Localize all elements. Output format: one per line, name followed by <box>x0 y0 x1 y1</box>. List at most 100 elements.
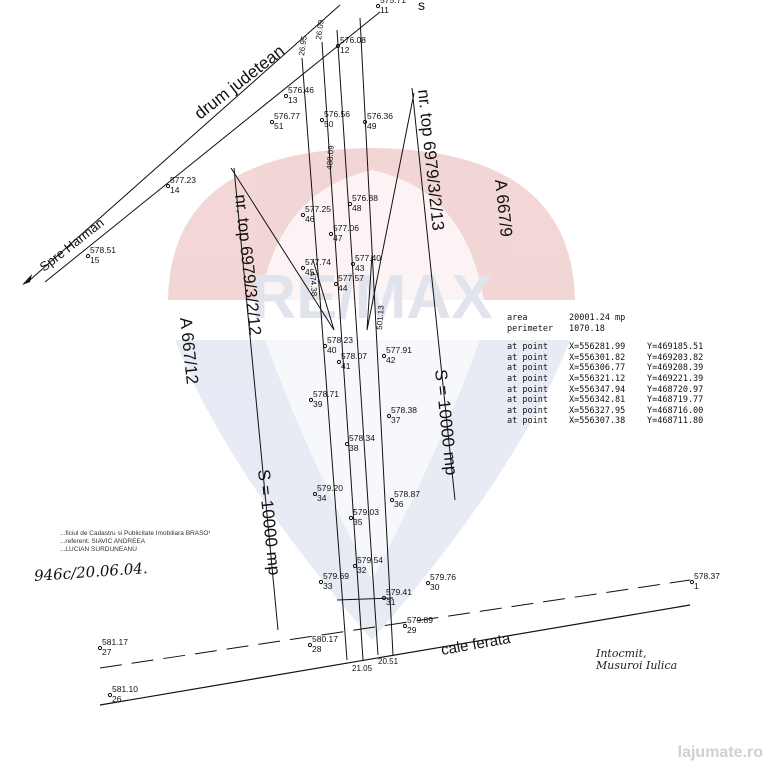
point-elevation: 581.17 <box>102 637 128 647</box>
coordinate-y: Y=468711.80 <box>647 416 704 427</box>
point-marker <box>350 261 356 267</box>
area-label: area <box>507 313 528 323</box>
point-marker <box>689 579 695 585</box>
balloon-top <box>168 148 575 300</box>
point-elevation: 578.23 <box>327 335 353 345</box>
point-elevation: 577.40 <box>355 253 381 263</box>
coordinate-x: X=556327.95 <box>569 405 626 416</box>
point-marker <box>344 441 350 447</box>
coordinate-label: at point <box>507 373 548 384</box>
point-elevation: 578.51 <box>90 245 116 255</box>
balloon-bottom <box>175 340 570 640</box>
point-id: 40 <box>327 345 337 355</box>
point-marker <box>307 642 313 648</box>
road-arrow-icon <box>22 274 32 285</box>
point-id: 26 <box>112 694 122 704</box>
stamp-line-2: ...referent: SIAVIC ANDREEA <box>60 538 146 545</box>
point-id: 28 <box>312 644 322 654</box>
svg-text:501.13: 501.13 <box>375 305 386 331</box>
perimeter-value: 1070.18 <box>569 323 605 334</box>
area-info-table: area 20001.24 mp perimeter 1070.18 at po… <box>507 313 747 427</box>
coordinate-y: Y=469221.39 <box>647 373 704 384</box>
point-elevation: 578.34 <box>349 433 375 443</box>
svg-text:20.51: 20.51 <box>378 657 399 666</box>
coordinate-y: Y=468716.00 <box>647 405 704 416</box>
point-elevation: 581.10 <box>112 684 138 694</box>
point-marker <box>165 183 171 189</box>
remax-logo-text: RE/MAX <box>251 263 492 332</box>
point-marker <box>347 201 353 207</box>
point-elevation: 579.76 <box>430 572 456 582</box>
parcel-boundaries <box>230 17 456 661</box>
site-watermark: lajumate.ro <box>677 744 763 761</box>
coordinate-label: at point <box>507 342 548 353</box>
signature-line-1: Intocmit, <box>596 647 647 660</box>
point-id: 34 <box>317 493 327 503</box>
signature-line-2: Musuroi Iulica <box>596 659 678 672</box>
a-left-label: A 667/12 <box>176 316 202 385</box>
point-id: 47 <box>333 233 343 243</box>
point-elevation: 576.56 <box>324 109 350 119</box>
rail-lower <box>99 604 691 706</box>
point-elevation: 578.87 <box>394 489 420 499</box>
point-marker <box>97 645 103 651</box>
balloon-stripe-bottom <box>265 340 480 580</box>
area-row: area 20001.24 mp <box>507 313 747 324</box>
coordinate-label: at point <box>507 416 548 427</box>
coordinate-x: X=556342.81 <box>569 395 626 406</box>
coordinate-x: X=556301.82 <box>569 352 626 363</box>
point-id: 1 <box>694 581 699 591</box>
point-elevation: 577.25 <box>305 204 331 214</box>
stamp-line-1: ...ficiul de Cadastru si Publicitate Imo… <box>60 530 210 537</box>
coordinate-y: Y=469185.51 <box>647 342 704 353</box>
area-value: 20001.24 mp <box>569 313 626 323</box>
point-elevation: 579.54 <box>357 555 383 565</box>
point-elevation: 576.36 <box>367 111 393 121</box>
point-id: 30 <box>430 582 440 592</box>
svg-text:26.95: 26.95 <box>297 35 309 57</box>
point-id: 51 <box>274 121 284 131</box>
point-marker <box>319 117 325 123</box>
point-elevation: 577.57 <box>338 273 364 283</box>
coordinate-x: X=556307.38 <box>569 416 626 427</box>
remax-watermark: RE/MAX <box>168 148 575 640</box>
survey-point: 578.371 <box>689 571 720 591</box>
point-marker <box>322 343 328 349</box>
point-elevation: 575.71 <box>380 0 406 5</box>
svg-text:488.09: 488.09 <box>325 145 336 171</box>
corner-s-label: s <box>418 0 425 13</box>
point-marker <box>85 253 91 259</box>
point-elevation: 576.08 <box>340 35 366 45</box>
point-id: 36 <box>394 499 404 509</box>
coordinate-label: at point <box>507 352 548 363</box>
point-marker <box>335 43 341 49</box>
point-elevation: 577.23 <box>170 175 196 185</box>
point-id: 15 <box>90 255 100 265</box>
rail-upper <box>99 579 691 669</box>
point-id: 50 <box>324 119 334 129</box>
coordinate-x: X=556321.12 <box>569 373 626 384</box>
railway-label: cale ferata <box>440 630 513 659</box>
point-id: 33 <box>323 581 333 591</box>
